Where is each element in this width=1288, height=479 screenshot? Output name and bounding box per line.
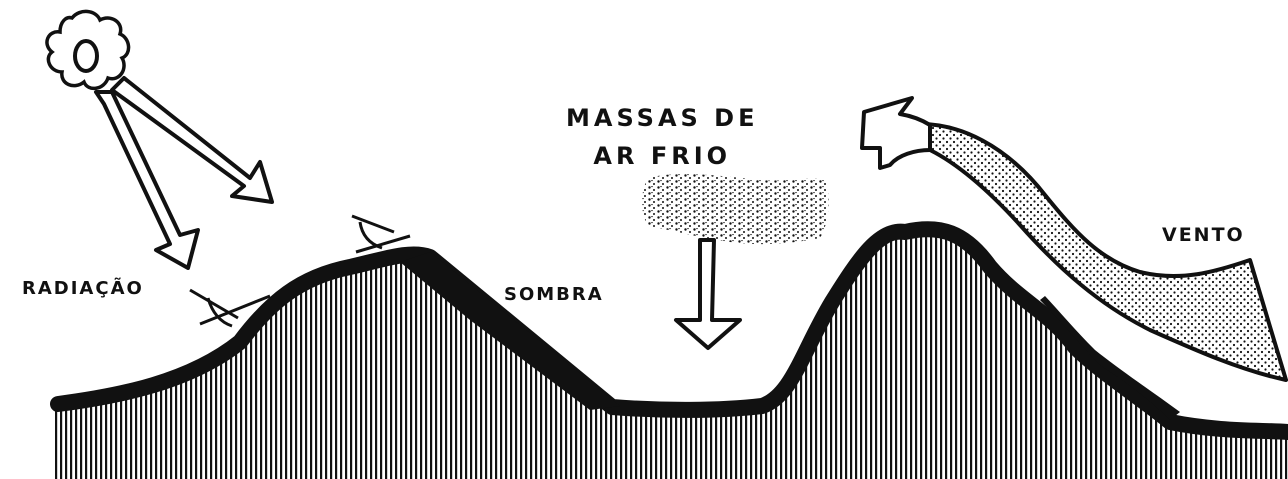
cold-air-mass-label: MASSAS DE AR FRIO: [566, 106, 758, 168]
incidence-angle-left: [189, 288, 271, 328]
radiation-arrow-left: [94, 90, 200, 270]
terrain-ridge-outline: [50, 221, 1288, 440]
cold-air-mass: [642, 174, 829, 245]
right-hill-flank: [1040, 296, 1180, 420]
wind-flow-band: [903, 122, 1288, 382]
wind-label: VENTO: [1162, 224, 1245, 246]
wind-arrow-head: [860, 96, 932, 170]
cold-air-arrow: [674, 238, 742, 350]
terrain-hatching: [55, 227, 1288, 479]
radiation-arrow-right: [110, 76, 274, 204]
cold-air-label-line2: AR FRIO: [593, 142, 732, 170]
radiation-label: RADIAÇÃO: [22, 278, 144, 299]
sun-icon: [45, 9, 131, 91]
incidence-angle-top: [351, 214, 411, 254]
shadow-label: SOMBRA: [504, 284, 604, 305]
shadow-slope: [400, 252, 620, 410]
cold-air-label-line1: MASSAS DE: [566, 104, 759, 132]
